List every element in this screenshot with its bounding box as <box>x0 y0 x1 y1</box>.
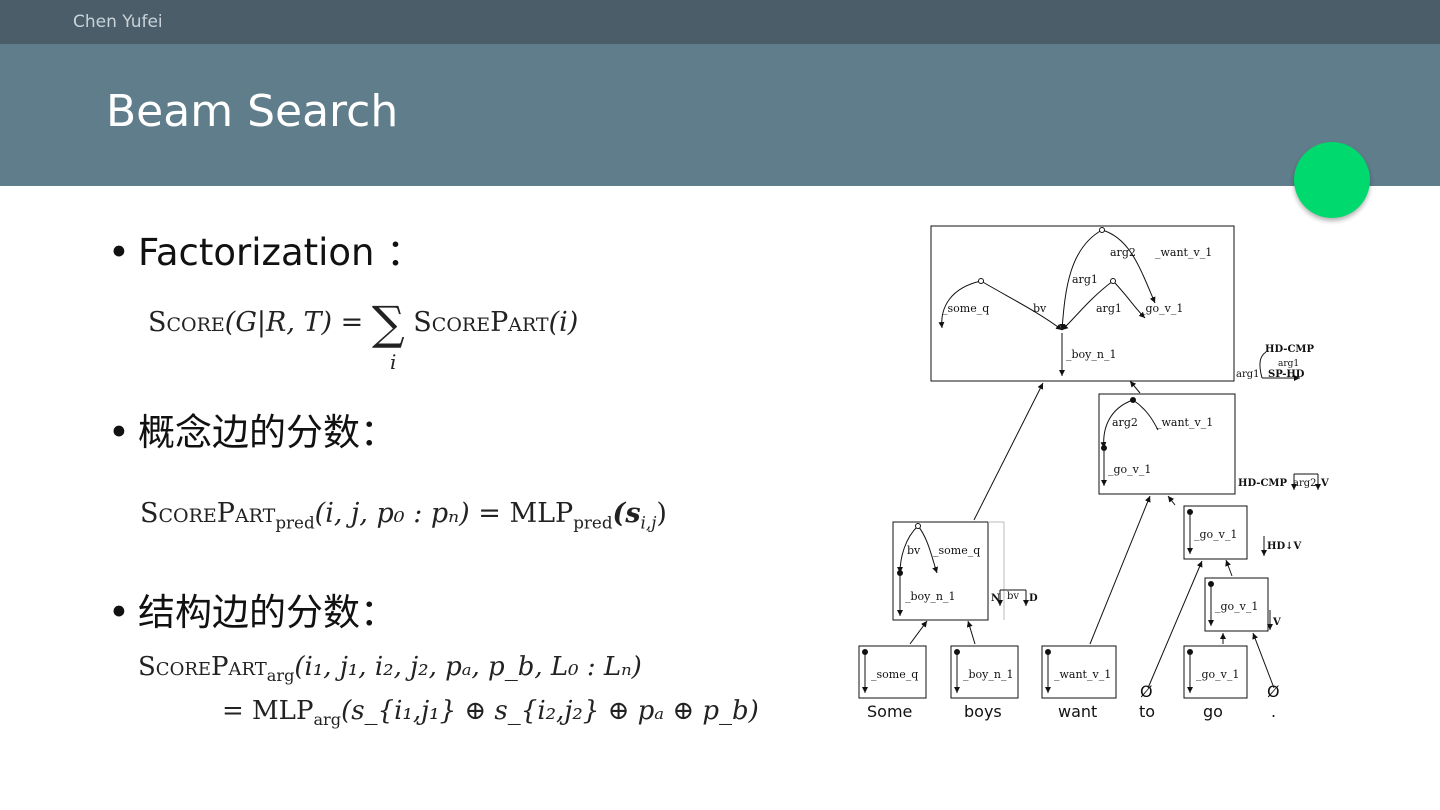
sum-symbol: ∑ <box>371 296 405 350</box>
label-some: _some_q <box>942 302 989 315</box>
formula-arg-mlp: = MLP <box>222 696 314 726</box>
label-go: _go_v_1 <box>1196 668 1239 681</box>
rule-d: D <box>1029 593 1038 604</box>
word-box-go <box>1183 645 1248 699</box>
label-go: _go_v_1 <box>1194 528 1237 541</box>
label-arg1: arg1 <box>1072 273 1098 286</box>
rule-sp-hd: SP-HD <box>1268 369 1305 380</box>
label-go: _go_v_1 <box>1215 600 1258 613</box>
word-go: go <box>1203 702 1223 721</box>
label-go: _go_v_1 <box>1140 302 1183 315</box>
label-go: _go_v_1 <box>1108 463 1151 476</box>
word-period: . <box>1271 702 1276 721</box>
word-box-boys <box>950 645 1019 699</box>
go-box-2 <box>1204 577 1269 632</box>
bullet-text: Factorization ： <box>138 231 424 274</box>
title-bar <box>0 44 1440 186</box>
author-name: Chen Yufei <box>73 12 163 32</box>
word-to: to <box>1139 702 1155 721</box>
label-arg1: arg1 <box>1236 369 1260 380</box>
empty-symbol-to: Ø <box>1140 682 1153 701</box>
label-bv: bv <box>1007 591 1019 602</box>
label-arg2: arg2 <box>1112 416 1138 429</box>
some-boy-box <box>892 521 989 621</box>
formula-pred-args: (i, j, p₀ : pₙ) = <box>314 498 501 529</box>
rule-hd-v: HD↓V <box>1267 541 1301 552</box>
rule-v: V <box>1320 478 1329 489</box>
formula-score-rhs-args: (i) <box>548 307 579 338</box>
want-go-box <box>1098 393 1236 495</box>
formula-arg-sub: arg <box>266 666 295 686</box>
word-boys: boys <box>964 702 1002 721</box>
accent-circle <box>1294 142 1370 218</box>
formula-arg-line2: = MLParg(s_{i₁,j₁} ⊕ s_{i₂,j₂} ⊕ pₐ ⊕ p_… <box>222 696 759 729</box>
label-arg1: arg1 <box>1278 359 1299 369</box>
word-some: Some <box>867 702 912 721</box>
rule-hd-cmp: HD-CMP <box>1238 478 1287 489</box>
label-bv: bv <box>907 544 921 557</box>
rule-n: N <box>991 593 1000 604</box>
formula-pred: ScorePartpred(i, j, p₀ : pₙ) = MLPpred(s… <box>140 498 667 532</box>
label-want: _want_v_1 <box>1156 416 1213 429</box>
formula-arg-args: (i₁, j₁, i₂, j₂, pₐ, p_b, L₀ : Lₙ) <box>294 652 642 682</box>
formula-arg-mlp-args: (s_{i₁,j₁} ⊕ s_{i₂,j₂} ⊕ pₐ ⊕ p_b) <box>341 696 759 726</box>
label-some: _some_q <box>933 544 980 557</box>
word-box-want <box>1041 645 1117 699</box>
empty-symbol-period: Ø <box>1267 682 1280 701</box>
formula-score-args: (G|R, T) = <box>224 307 364 338</box>
bullet-concept-edge: •概念边的分数： <box>108 411 397 454</box>
slide-title: Beam Search <box>106 86 399 137</box>
label-want: _want_v_1 <box>1155 246 1212 259</box>
label-arg2: arg2 <box>1293 478 1317 489</box>
formula-pred-mlp: MLP <box>509 498 574 529</box>
rule-v: V <box>1272 617 1281 628</box>
rule-hd-cmp: HD-CMP <box>1265 344 1314 355</box>
label-boy: _boy_n_1 <box>963 668 1013 681</box>
formula-pred-close: ) <box>656 498 667 529</box>
formula-pred-mlp-args: (s <box>612 498 641 529</box>
bullet-factorization: •Factorization ： <box>108 231 424 274</box>
formula-arg-mlp-sub: arg <box>313 710 342 730</box>
formula-arg-name: ScorePart <box>138 652 267 682</box>
label-some: _some_q <box>871 668 918 681</box>
label-boy: _boy_n_1 <box>1066 348 1116 361</box>
formula-pred-mlp-sub: pred <box>573 512 613 533</box>
formula-score-rhs: ScorePart <box>413 307 549 338</box>
formula-pred-sub: pred <box>275 512 315 533</box>
formula-pred-name: ScorePart <box>140 498 276 529</box>
top-graph-box <box>930 225 1235 382</box>
top-bar: Chen Yufei <box>0 0 1440 44</box>
formula-score: Score(G|R, T) = ∑ ScorePart(i) <box>148 300 578 346</box>
label-arg2: arg2 <box>1110 246 1136 259</box>
label-want: _want_v_1 <box>1054 668 1111 681</box>
formula-pred-s-sub: i,j <box>640 512 657 533</box>
bullet-text: 结构边的分数： <box>138 591 397 634</box>
label-arg1: arg1 <box>1096 302 1122 315</box>
bullet-text: 概念边的分数： <box>138 411 397 454</box>
sum-index: i <box>390 350 397 374</box>
derivation-diagram: arg2 _want_v_1 arg1 _some_q bv arg1 _go_… <box>858 225 1329 721</box>
bullet-structure-edge: •结构边的分数： <box>108 591 397 634</box>
formula-score-lhs: Score <box>148 307 225 338</box>
label-bv: bv <box>1033 302 1047 315</box>
formula-arg-line1: ScorePartarg(i₁, j₁, i₂, j₂, pₐ, p_b, L₀… <box>138 652 642 685</box>
go-box-1 <box>1183 505 1248 560</box>
word-box-some <box>858 645 927 699</box>
label-boy: _boy_n_1 <box>905 590 955 603</box>
word-want: want <box>1058 702 1097 721</box>
